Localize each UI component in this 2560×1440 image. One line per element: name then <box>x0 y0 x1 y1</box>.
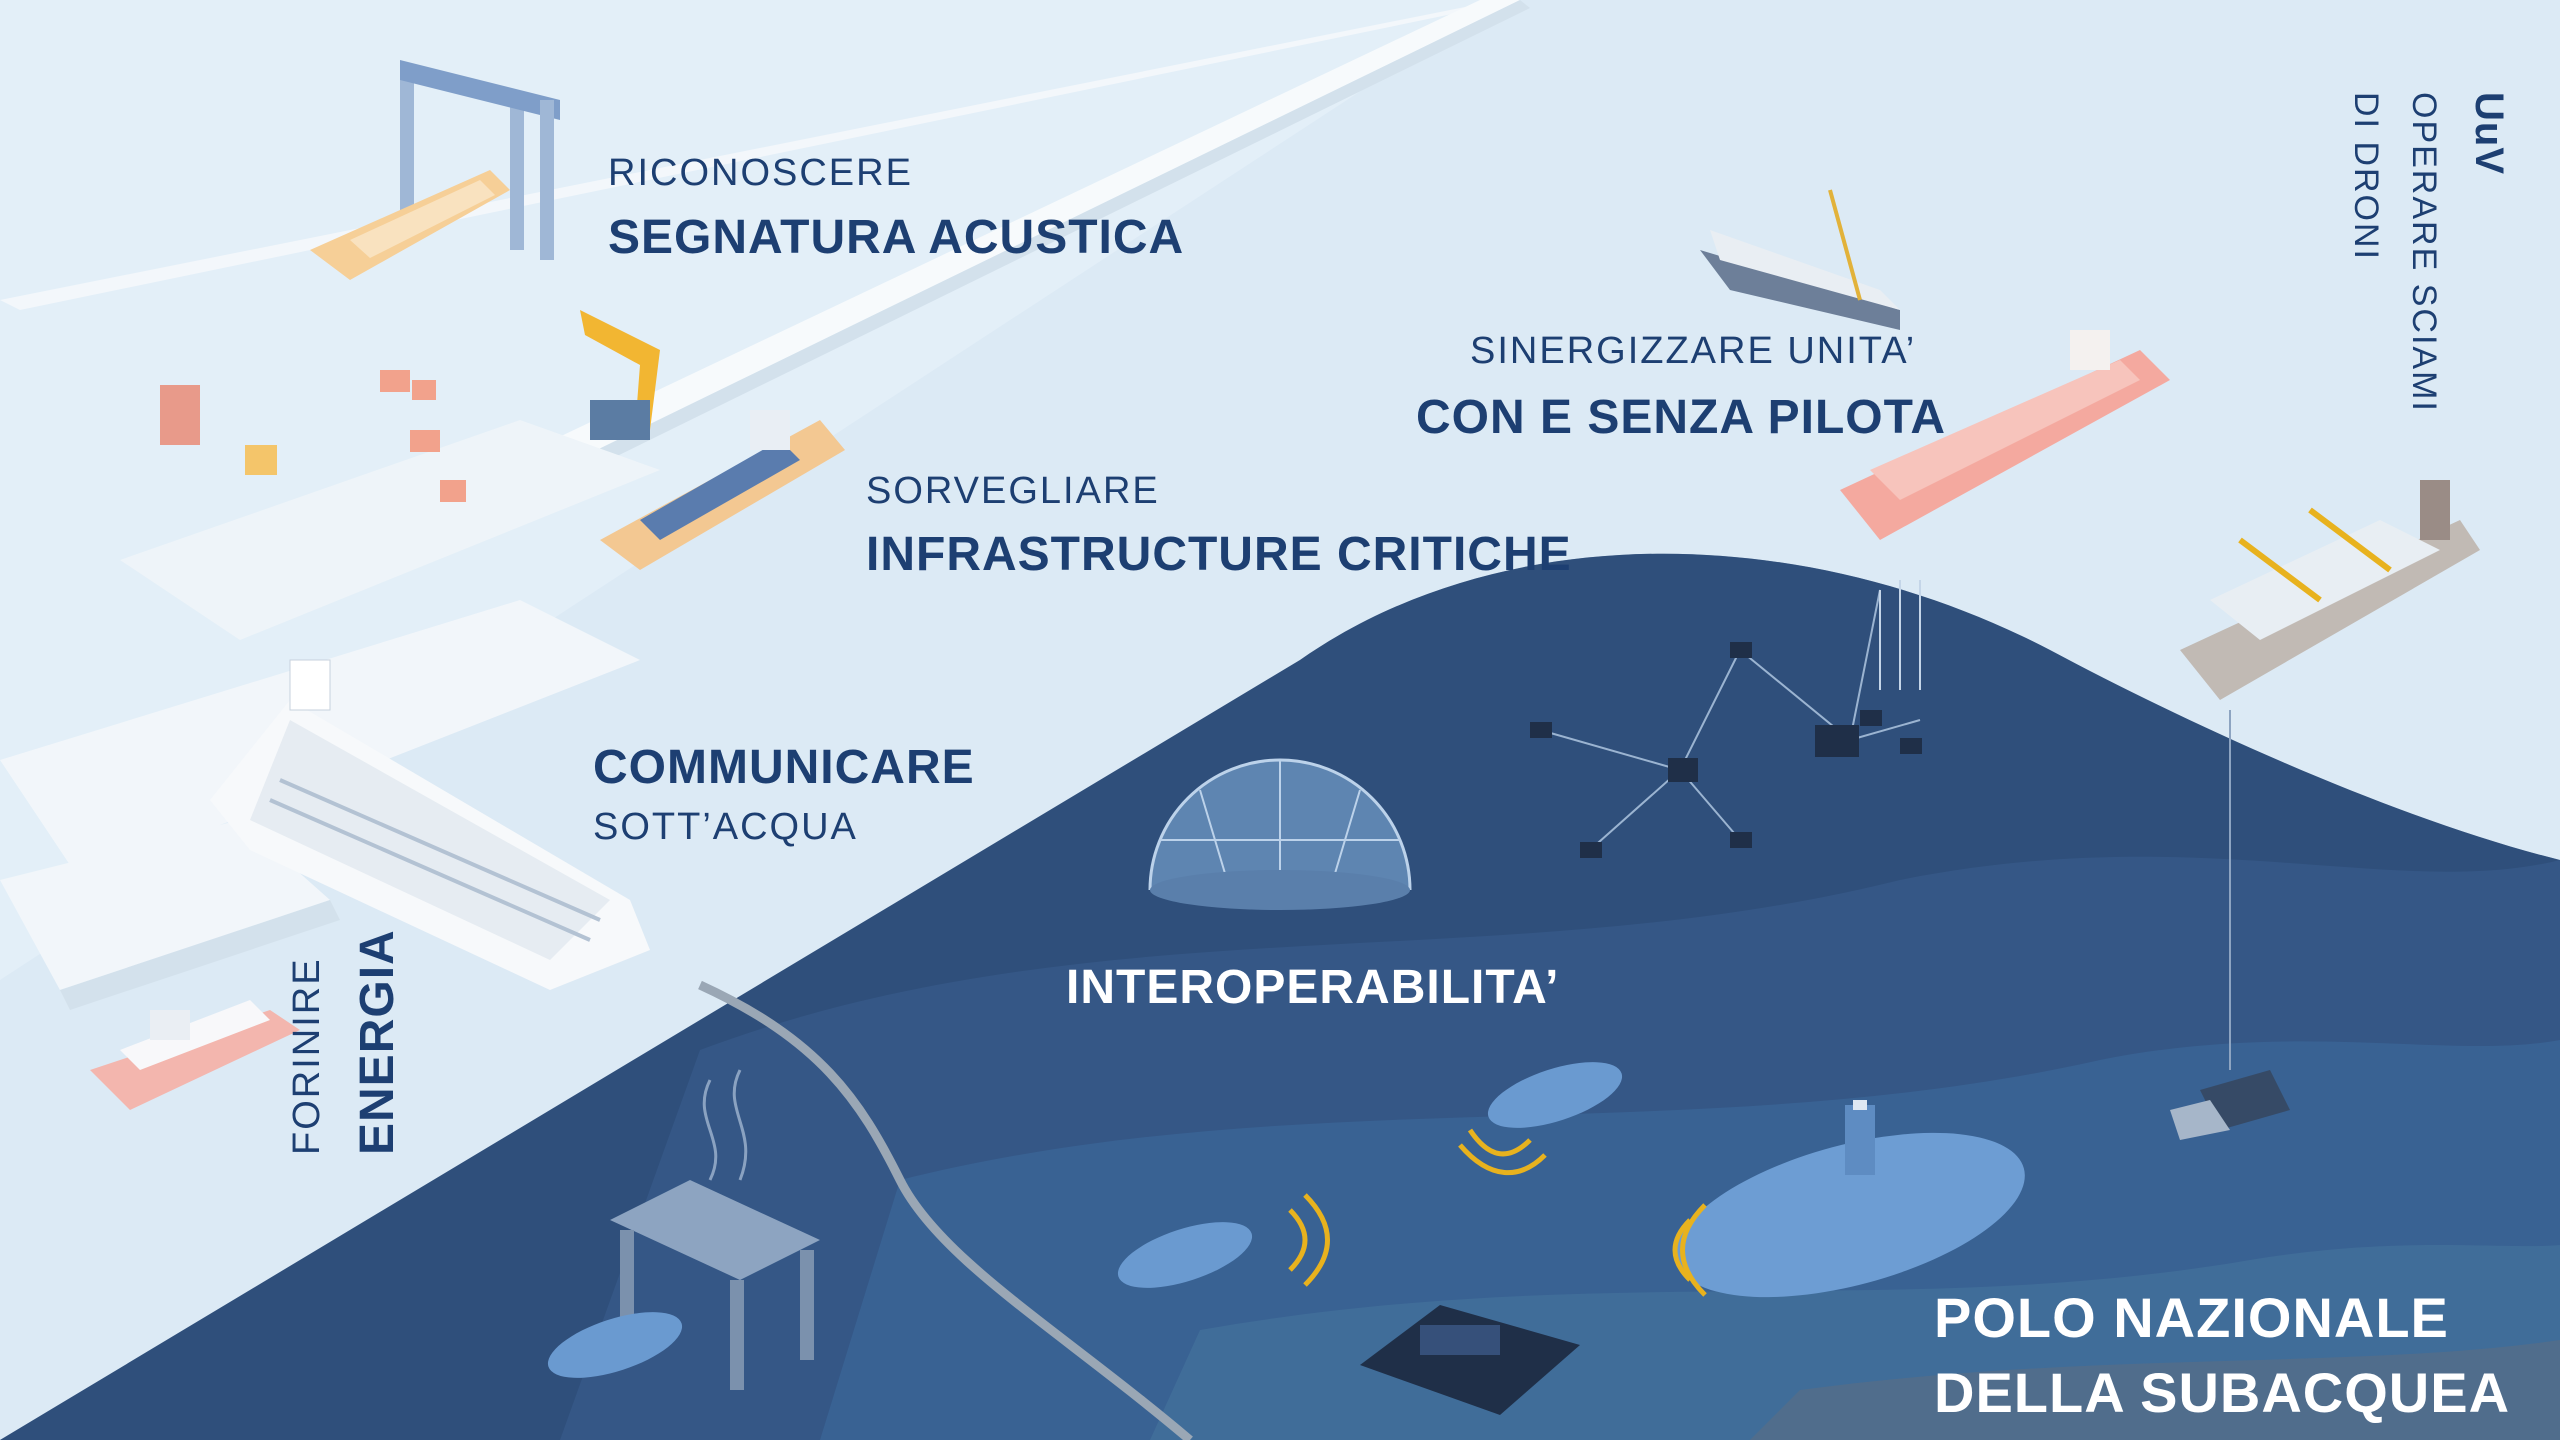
label-interoperabilita: INTEROPERABILITA’ <box>1066 961 1560 1014</box>
label-di-droni: DI DRONI <box>2347 92 2385 261</box>
dock-cranes-icon <box>580 310 660 440</box>
label-sinergizzare: SINERGIZZARE UNITA’ <box>1470 330 1917 372</box>
network-node <box>1530 722 1552 738</box>
label-infrastructure-critiche: INFRASTRUCTURE CRITICHE <box>866 528 1572 581</box>
cargo-ship-icon <box>310 170 510 280</box>
seabed-station-icon <box>1360 1305 1580 1415</box>
title-polo-nazionale: POLO NAZIONALE <box>1934 1286 2449 1349</box>
label-sorvegliare: SORVEGLIARE <box>866 470 1160 512</box>
network-node <box>1900 738 1922 754</box>
network-node <box>1815 725 1859 757</box>
label-energia: ENERGIA <box>351 929 404 1155</box>
research-vessel-icon <box>1700 189 1900 330</box>
network-node <box>1730 832 1752 848</box>
submarine-icon <box>1675 1100 2025 1298</box>
label-segnatura-acustica: SEGNATURA ACUSTICA <box>608 211 1185 264</box>
network-node <box>1860 710 1882 726</box>
offshore-platform-ship-icon <box>2180 480 2480 700</box>
label-communicare: COMMUNICARE <box>593 741 975 794</box>
cargo-boxes-icon <box>160 370 466 502</box>
network-node <box>1580 842 1602 858</box>
container-ship-icon <box>600 410 845 570</box>
sonar-waves-icon <box>1288 1128 1707 1297</box>
seabed-crawler-icon <box>2170 710 2290 1140</box>
dome-icon <box>1148 758 1412 910</box>
label-operare-sciami: OPERARE SCIAMI <box>2405 92 2443 413</box>
icebreaker-ship-icon <box>90 1000 300 1110</box>
gantry-crane-icon <box>400 60 560 260</box>
subsea-cable-icon <box>698 980 1193 1440</box>
cruise-ship-icon <box>210 659 650 990</box>
label-con-e-senza-pilota: CON E SENZA PILOTA <box>1416 391 1947 444</box>
label-uuv: UuV <box>2467 92 2511 175</box>
uuv-drone-icon <box>547 1062 1623 1378</box>
tanker-ship-icon <box>1840 330 2170 540</box>
title-della-subacquea: DELLA SUBACQUEA <box>1934 1361 2511 1424</box>
label-riconoscere: RICONOSCERE <box>608 152 913 194</box>
subsea-cage-icon <box>610 1069 820 1390</box>
network-node <box>1668 758 1698 782</box>
label-sottacqua: SOTT’ACQUA <box>593 806 858 848</box>
label-forinire: FORINIRE <box>286 957 328 1155</box>
network-node <box>1730 642 1752 658</box>
